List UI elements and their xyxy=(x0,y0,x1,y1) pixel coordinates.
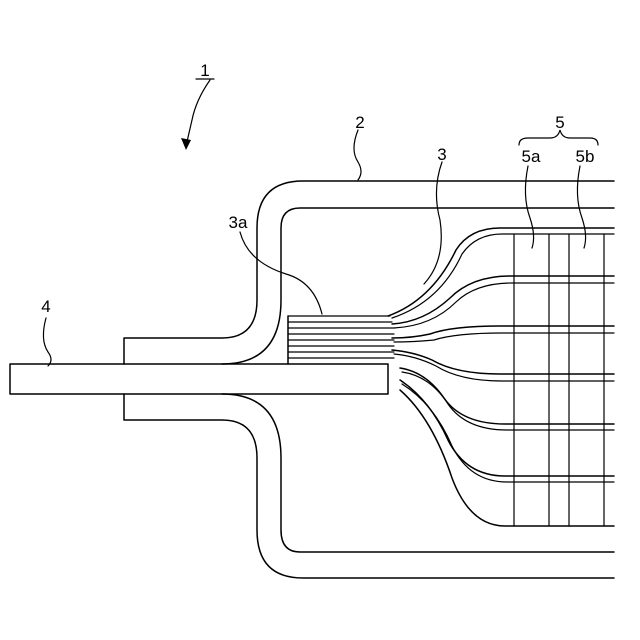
tab-bundle xyxy=(288,316,394,364)
lead-terminal xyxy=(10,364,388,394)
label-electrode-body: 5 xyxy=(555,113,564,132)
label-tab-joint: 3a xyxy=(229,213,248,232)
label-electrode-a: 5a xyxy=(522,147,541,166)
case-outer-wall-lower xyxy=(124,394,614,578)
label-case: 2 xyxy=(355,113,364,132)
electrode-plates xyxy=(388,228,614,526)
case-inner-wall-lower xyxy=(222,394,614,552)
case-inner-wall xyxy=(222,208,614,364)
label-tab-bundle: 3 xyxy=(437,145,446,164)
arrow-head-icon xyxy=(181,138,191,150)
leader-lines xyxy=(43,80,598,366)
label-assembly: 1 xyxy=(200,61,209,80)
label-lead: 4 xyxy=(41,297,50,316)
label-electrode-b: 5b xyxy=(576,147,595,166)
